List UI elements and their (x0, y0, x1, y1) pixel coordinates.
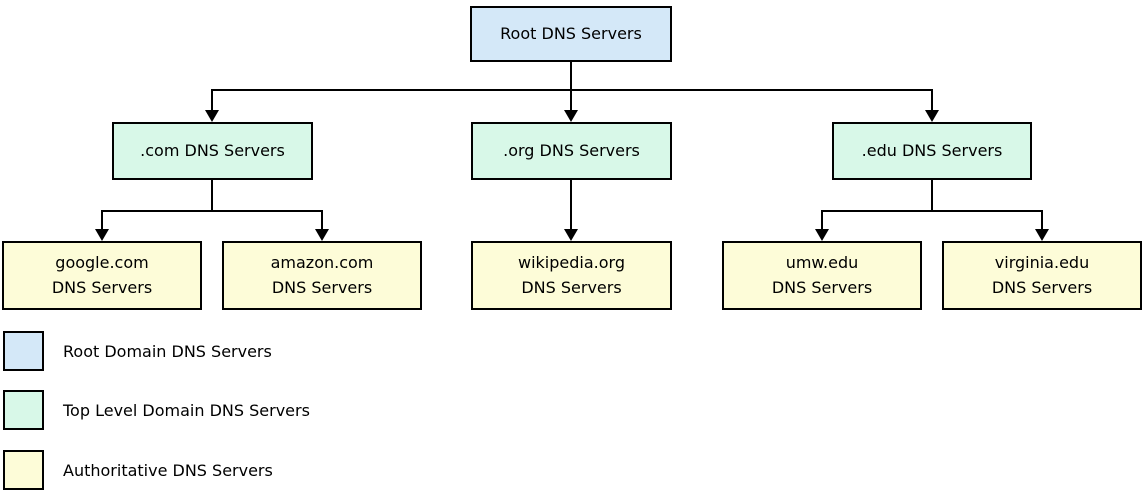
node-label-line1: google.com (55, 252, 149, 272)
legend-swatch-root (3, 331, 44, 371)
legend-swatch-tld (3, 390, 44, 430)
node-edu-dns-servers: .edu DNS Servers (832, 122, 1032, 180)
legend-swatch-authoritative (3, 450, 44, 490)
legend-label-root: Root Domain DNS Servers (63, 341, 272, 361)
node-amazon-dns-servers: amazon.com DNS Servers (222, 241, 422, 310)
node-org-dns-servers: .org DNS Servers (471, 122, 672, 180)
node-label-line1: wikipedia.org (518, 252, 625, 272)
node-label-line2: DNS Servers (271, 277, 373, 297)
node-label-line2: DNS Servers (51, 277, 153, 297)
node-google-dns-servers: google.com DNS Servers (2, 241, 202, 310)
legend-item-authoritative: Authoritative DNS Servers (3, 450, 273, 490)
node-label-line1: amazon.com (270, 252, 374, 272)
node-label-line2: DNS Servers (771, 277, 873, 297)
node-com-dns-servers: .com DNS Servers (112, 122, 313, 180)
node-label: .edu DNS Servers (861, 140, 1003, 160)
legend-label-tld: Top Level Domain DNS Servers (63, 400, 310, 420)
node-umw-dns-servers: umw.edu DNS Servers (722, 241, 922, 310)
node-virginia-dns-servers: virginia.edu DNS Servers (942, 241, 1142, 310)
node-label-line2: DNS Servers (521, 277, 622, 297)
legend-item-tld: Top Level Domain DNS Servers (3, 390, 310, 430)
legend-label-authoritative: Authoritative DNS Servers (63, 460, 273, 480)
node-label: Root DNS Servers (500, 23, 642, 43)
legend-item-root: Root Domain DNS Servers (3, 331, 272, 371)
node-label-line1: umw.edu (785, 252, 859, 272)
node-label: .org DNS Servers (503, 140, 640, 160)
node-label-line2: DNS Servers (991, 277, 1093, 297)
node-wikipedia-dns-servers: wikipedia.org DNS Servers (471, 241, 672, 310)
node-root-dns-servers: Root DNS Servers (470, 6, 672, 62)
node-label: .com DNS Servers (140, 140, 285, 160)
node-label-line1: virginia.edu (994, 252, 1090, 272)
